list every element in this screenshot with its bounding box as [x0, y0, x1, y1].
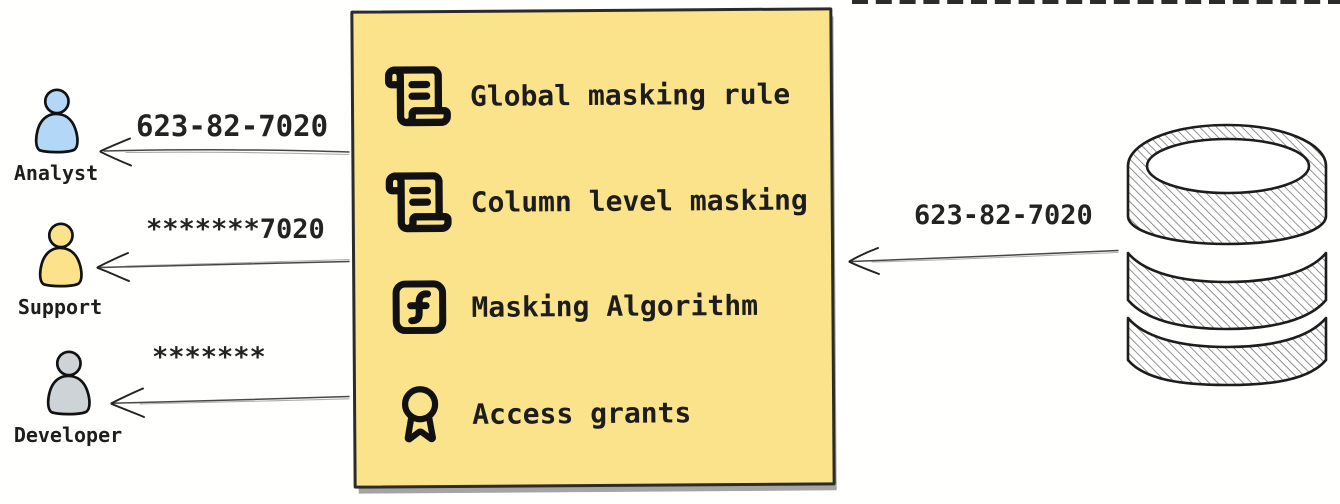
flow-value-from-database: 623-82-7020	[914, 200, 1093, 231]
scroll-text-icon	[384, 66, 451, 127]
masking-box-row-column-masking: Column level masking	[378, 160, 825, 241]
masking-box-label: Access grants	[472, 395, 692, 431]
developer-person-icon	[46, 350, 91, 416]
arrow-database-to-box	[848, 247, 1119, 275]
flow-value-to-support: *******7020	[146, 214, 325, 245]
function-square-icon	[392, 280, 447, 335]
masking-rules-box: Global masking rule Column level masking…	[350, 7, 836, 489]
arrow-box-to-developer	[110, 387, 350, 418]
top-dashed-line	[852, 0, 1340, 4]
persona-analyst: Analyst	[6, 88, 106, 185]
analyst-person-icon	[34, 88, 79, 154]
scroll-text-icon	[385, 172, 452, 233]
award-icon	[401, 386, 439, 443]
persona-analyst-label: Analyst	[13, 161, 99, 185]
masking-box-row-global-rule: Global masking rule	[378, 54, 825, 135]
support-person-icon	[38, 222, 83, 288]
persona-support: Support	[12, 222, 108, 319]
arrow-box-to-analyst	[99, 137, 350, 167]
database-icon	[1126, 123, 1328, 387]
flow-value-to-developer: *******	[152, 342, 266, 373]
masking-box-row-algorithm: Masking Algorithm	[379, 265, 826, 346]
flow-value-to-analyst: 623-82-7020	[136, 109, 329, 143]
masking-box-row-access-grants: Access grants	[380, 372, 827, 453]
persona-developer-label: Developer	[13, 423, 123, 447]
arrow-box-to-support	[96, 252, 350, 282]
masking-box-label: Column level masking	[470, 182, 808, 219]
persona-support-label: Support	[17, 295, 103, 319]
masking-box-label: Masking Algorithm	[471, 288, 759, 324]
persona-developer: Developer	[10, 350, 126, 447]
masking-box-label: Global masking rule	[469, 77, 791, 113]
